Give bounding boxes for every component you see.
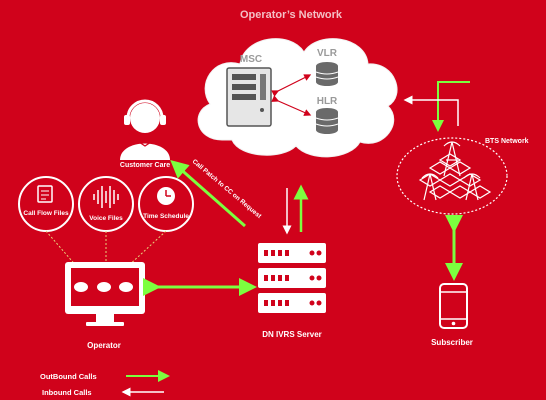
subscriber-label: Subscriber — [431, 338, 473, 347]
call-flow-files-node — [18, 176, 74, 232]
bts-inbound-arrow — [403, 95, 459, 126]
headset-agent-icon — [120, 99, 170, 160]
diagram-title: Operator’s Network — [240, 9, 343, 21]
time-schedule-label: Time Schedule — [143, 213, 189, 220]
voice-files-node — [78, 176, 134, 232]
operator-label: Operator — [87, 341, 121, 350]
bts-network-label: BTS Network — [485, 138, 529, 145]
clock-icon — [157, 187, 175, 205]
bts-network-ring — [396, 137, 508, 215]
cell-tower-icon — [418, 141, 492, 201]
document-icon — [37, 185, 53, 203]
legend-inbound-label: Inbound Calls — [42, 388, 92, 397]
vlr-label: VLR — [317, 48, 338, 59]
voice-files-label: Voice Files — [89, 215, 123, 222]
hlr-label: HLR — [317, 96, 338, 107]
msc-vlr-link — [271, 74, 312, 97]
call-patch-arrow — [170, 160, 246, 228]
msc-label: MSC — [240, 54, 262, 65]
time-schedule-connector — [125, 230, 167, 269]
legend: OutBound Calls Inbound Calls — [40, 370, 170, 397]
soundwave-icon — [93, 186, 119, 208]
time-schedule-node — [138, 176, 194, 232]
legend-outbound-label: OutBound Calls — [40, 372, 97, 381]
call-flow-connector — [45, 230, 79, 269]
vlr-database-icon — [315, 62, 339, 86]
bts-outbound-arrow — [432, 81, 470, 132]
call-flow-files-label: Call Flow Files — [23, 210, 69, 217]
hlr-database-icon — [315, 108, 339, 134]
msc-hlr-link — [271, 95, 312, 116]
smartphone-icon — [439, 283, 468, 329]
server-tower-icon — [226, 67, 272, 127]
customer-care-label: Customer Care — [120, 162, 170, 169]
server-rack-icon — [258, 243, 326, 313]
ivrs-server-label: DN IVRS Server — [262, 330, 322, 339]
monitor-icon — [65, 262, 145, 326]
